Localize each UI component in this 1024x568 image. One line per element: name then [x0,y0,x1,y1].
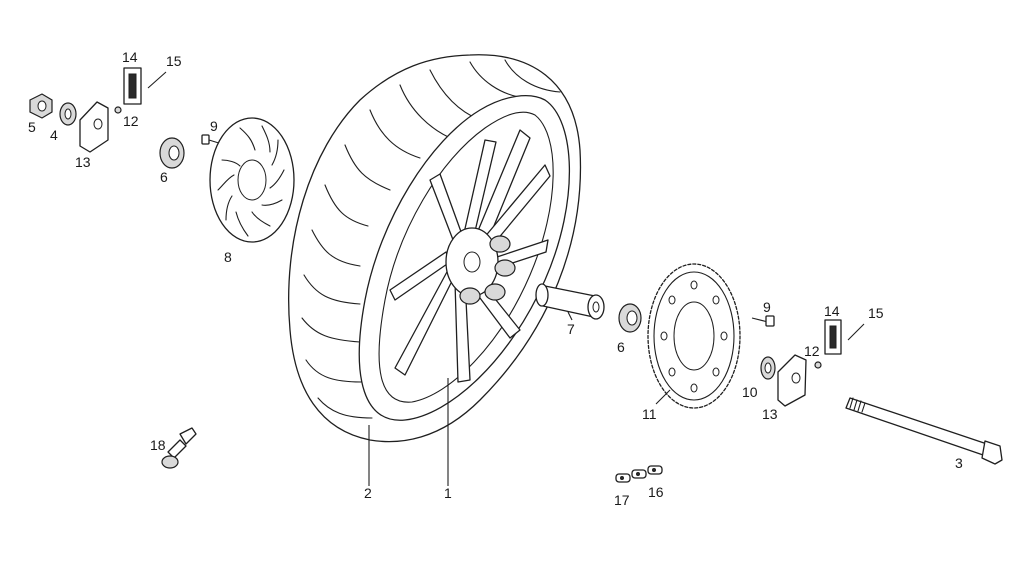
adjuster-screw-right [847,323,865,341]
callout-4: 4 [50,127,58,143]
adjuster-block-right [824,319,842,355]
callout-18: 18 [150,437,166,453]
bearing-left [159,137,185,169]
sprocket [647,263,741,409]
sprocket-bolt-holes [660,280,728,393]
callout-17: 17 [614,492,630,508]
axle-nut-left [29,93,53,119]
callout-12-left: 12 [123,113,139,129]
callout-14-right: 14 [824,303,840,319]
nut-right [814,361,822,369]
adjuster-block-left [123,67,142,105]
callout-13-right: 13 [762,406,778,422]
washer-right [760,356,776,380]
callout-15-right: 15 [868,305,884,321]
callout-7: 7 [567,321,575,337]
callout-10: 10 [742,384,758,400]
axle-thread [849,397,866,413]
callout-15-left: 15 [166,53,182,69]
chain-adjuster-left [79,101,109,153]
callout-14-left: 14 [122,49,138,65]
bolt-right [751,315,775,327]
bearing-right [618,303,642,333]
callout-12-right: 12 [804,343,820,359]
washer-left [59,102,77,126]
rear-wheel-assembly [288,54,582,443]
nut-left [114,106,122,114]
callout-5: 5 [28,119,36,135]
callout-9-right: 9 [763,299,771,315]
leader-lines [368,311,671,486]
callout-9-left: 9 [210,118,218,134]
brake-disc [209,117,295,243]
wheel-axle [845,397,1003,465]
callout-6-left: 6 [160,169,168,185]
callout-16: 16 [648,484,664,500]
chain-adjuster-right [777,354,807,407]
tyre-valve [161,427,197,469]
callout-labels: 1 2 3 4 5 6 6 7 8 9 9 10 11 12 12 13 13 … [28,49,963,508]
callout-11: 11 [642,406,657,422]
wheel-spokes [389,129,551,383]
axle-spacer [535,283,605,320]
wheel-hub [445,227,516,305]
callout-13-left: 13 [75,154,91,170]
adjuster-screw-left [147,71,167,89]
callout-6-right: 6 [617,339,625,355]
chain-links [615,465,663,483]
callout-2: 2 [364,485,372,501]
callout-3: 3 [955,455,963,471]
brake-disc-slots [217,125,285,237]
rim-inner-edge [378,111,554,403]
callout-1: 1 [444,485,452,501]
callout-8: 8 [224,249,232,265]
